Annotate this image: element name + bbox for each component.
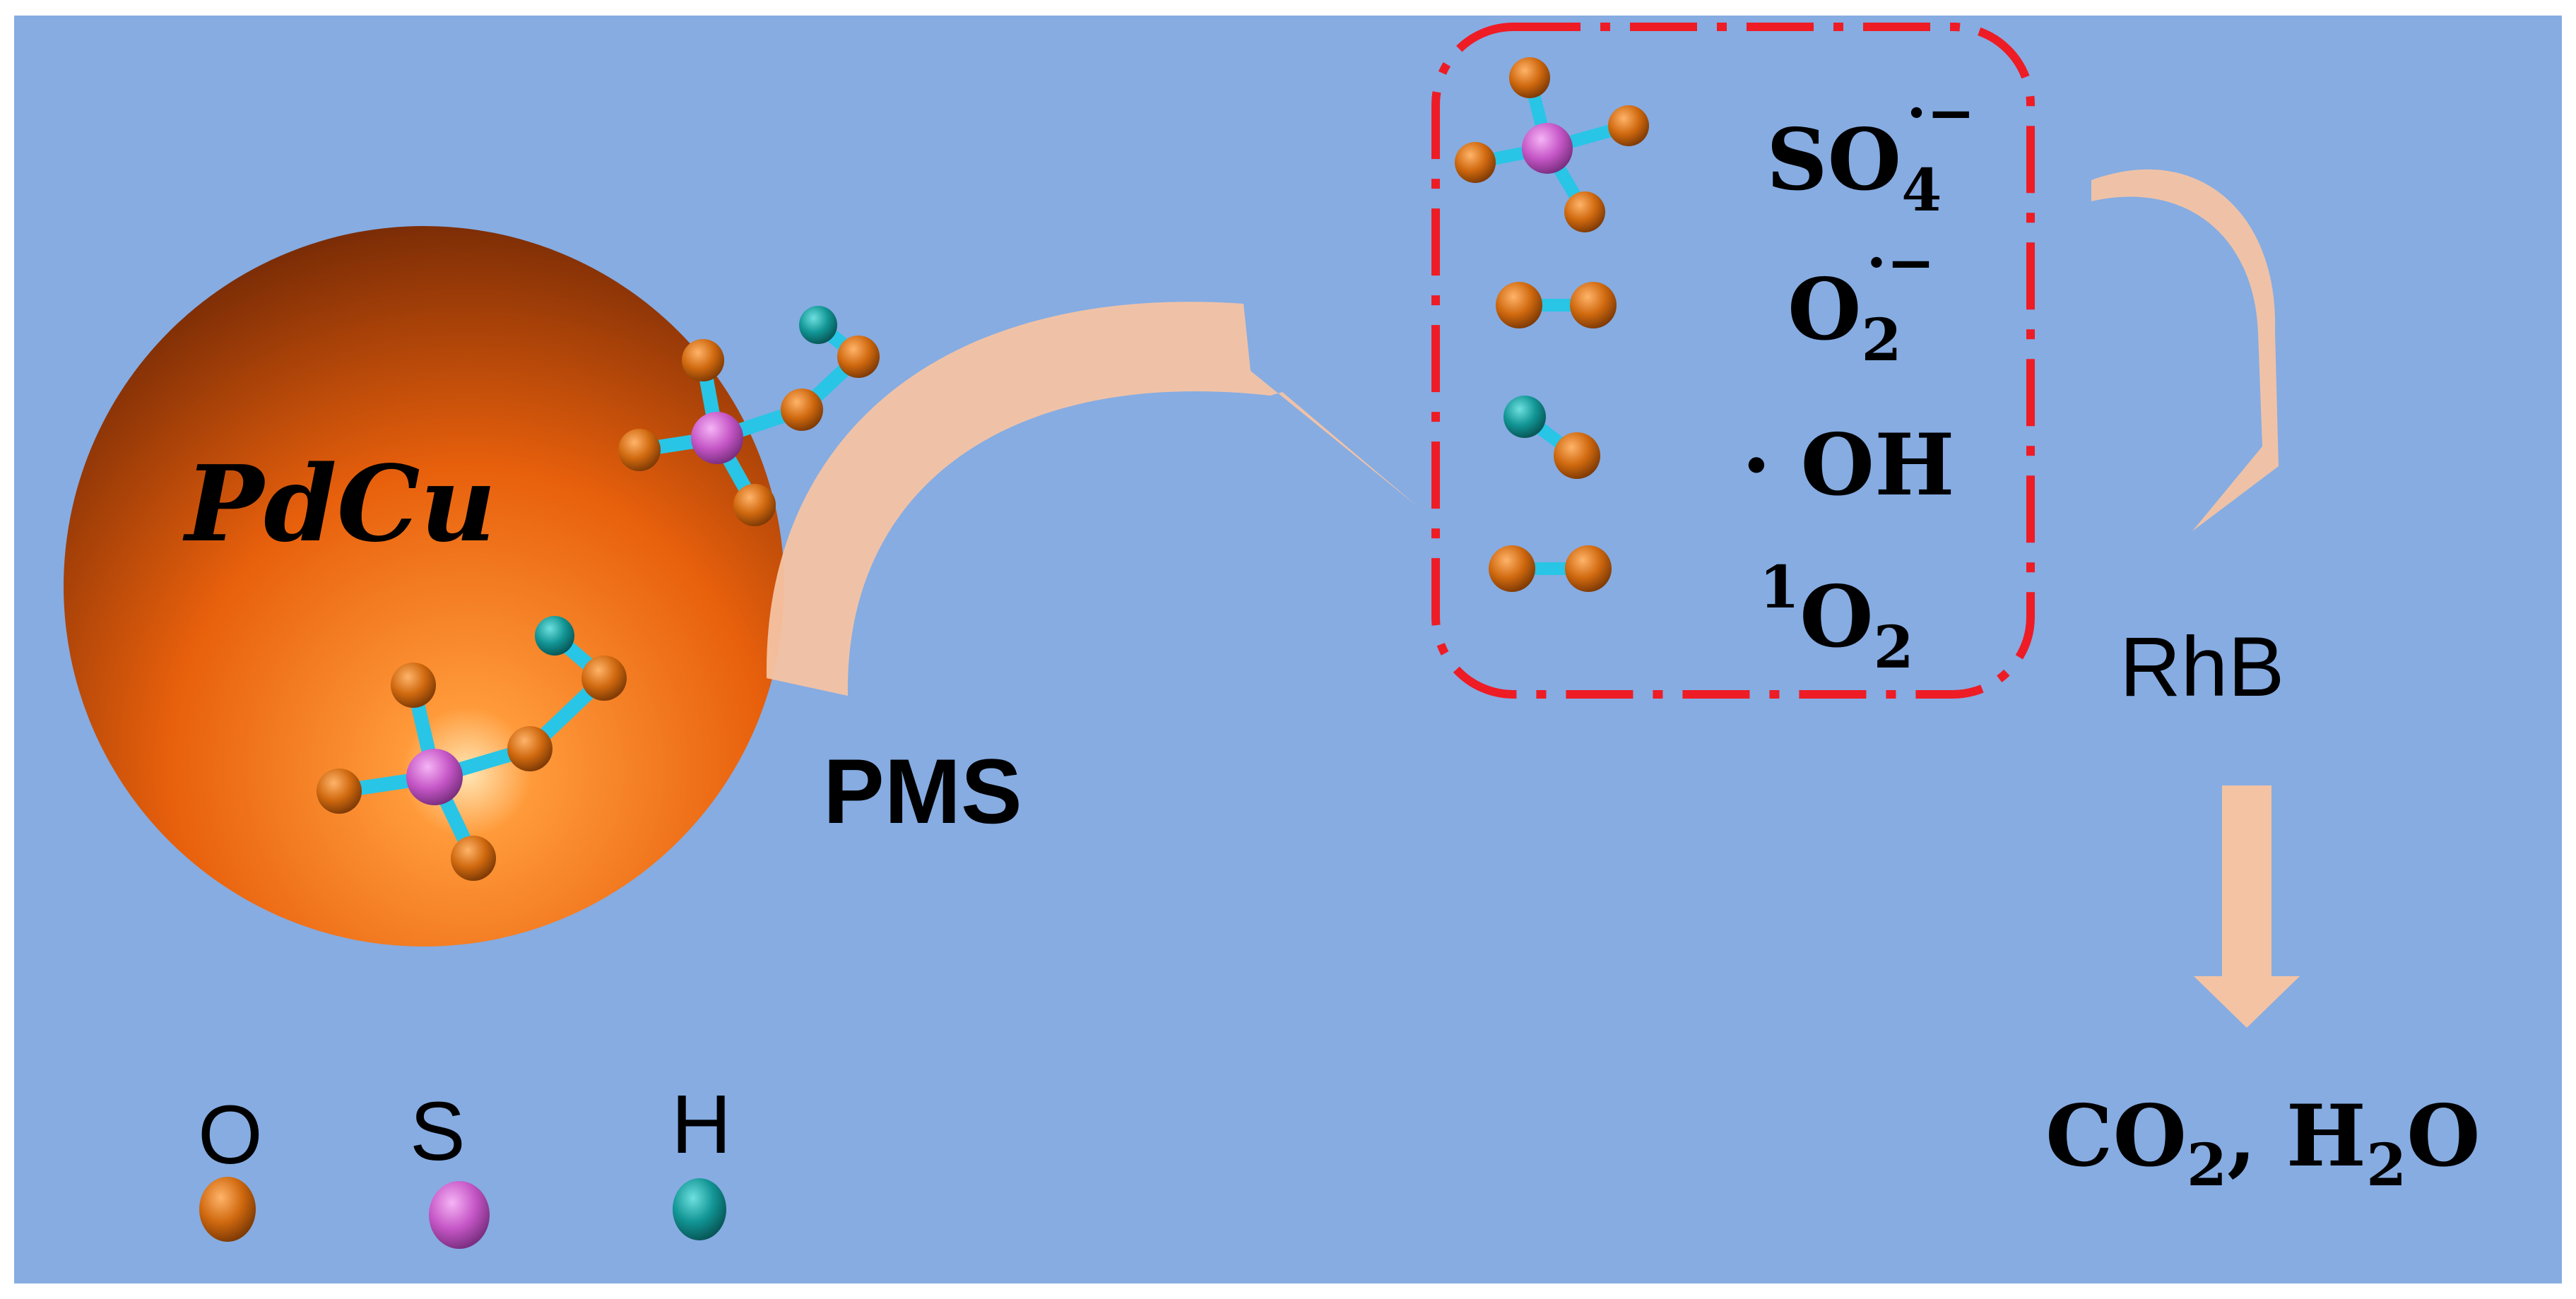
target-label: RhB <box>2120 619 2284 714</box>
atom-legend: O S H <box>198 1078 731 1249</box>
species-sulfate-label: SO4·− <box>1766 79 1975 225</box>
legend-hydrogen-label: H <box>671 1078 731 1171</box>
hydrogen-atom-icon <box>673 1178 726 1240</box>
activation-arrow <box>766 302 1420 696</box>
species-superoxide-label: O2·− <box>1788 229 1935 374</box>
sulfate-molecule-icon <box>1455 57 1649 232</box>
reactive-species-box <box>1431 23 2035 699</box>
attached-pms-molecule <box>618 306 880 526</box>
species-singlet-oxygen-label: 1O2 <box>1759 554 1914 682</box>
sulfur-atom-icon <box>429 1181 490 1249</box>
oxygen-atom-icon <box>199 1177 256 1242</box>
mineralization-arrow <box>2194 785 2300 1028</box>
products-label: CO2, H2O <box>2045 1086 2481 1199</box>
superoxide-molecule-icon <box>1496 282 1617 328</box>
reagent-label: PMS <box>823 740 1022 843</box>
species-hydroxyl-label: · OH <box>1742 415 1954 515</box>
particle-label: PdCu <box>182 442 496 565</box>
legend-sulfur-label: S <box>410 1085 466 1178</box>
singlet-oxygen-molecule-icon <box>1489 545 1612 592</box>
pdcu-particle <box>64 226 784 947</box>
legend-oxygen-label: O <box>198 1089 263 1182</box>
hydroxyl-molecule-icon <box>1503 396 1600 479</box>
adsorbed-pms-molecule <box>317 616 627 881</box>
